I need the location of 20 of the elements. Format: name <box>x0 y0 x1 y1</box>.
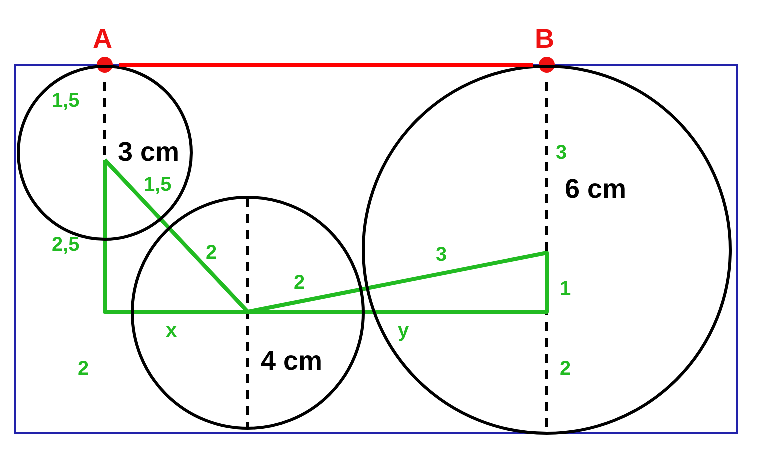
measurement-label: 2 <box>560 358 572 380</box>
point-letter: B <box>535 24 554 54</box>
measurement-label: x <box>166 320 178 342</box>
measurement-label: 1,5 <box>144 174 172 196</box>
point-letter: A <box>93 24 112 54</box>
circle <box>362 65 732 435</box>
line-segment <box>119 63 533 67</box>
measurement-label: 2 <box>78 358 90 380</box>
circle <box>131 196 365 430</box>
diameter-label: 6 cm <box>565 174 627 204</box>
diameter-label: 4 cm <box>261 346 323 376</box>
measurement-label: 2,5 <box>52 234 80 256</box>
measurement-label: 2 <box>294 272 306 294</box>
measurement-label: 2 <box>206 242 218 264</box>
measurement-label: y <box>398 320 410 342</box>
diameter-label: 3 cm <box>118 137 180 167</box>
measurement-label: 3 <box>436 244 448 266</box>
measurement-label: 3 <box>556 142 568 164</box>
measurement-label: 1 <box>560 278 572 300</box>
measurement-label: 1,5 <box>52 90 80 112</box>
